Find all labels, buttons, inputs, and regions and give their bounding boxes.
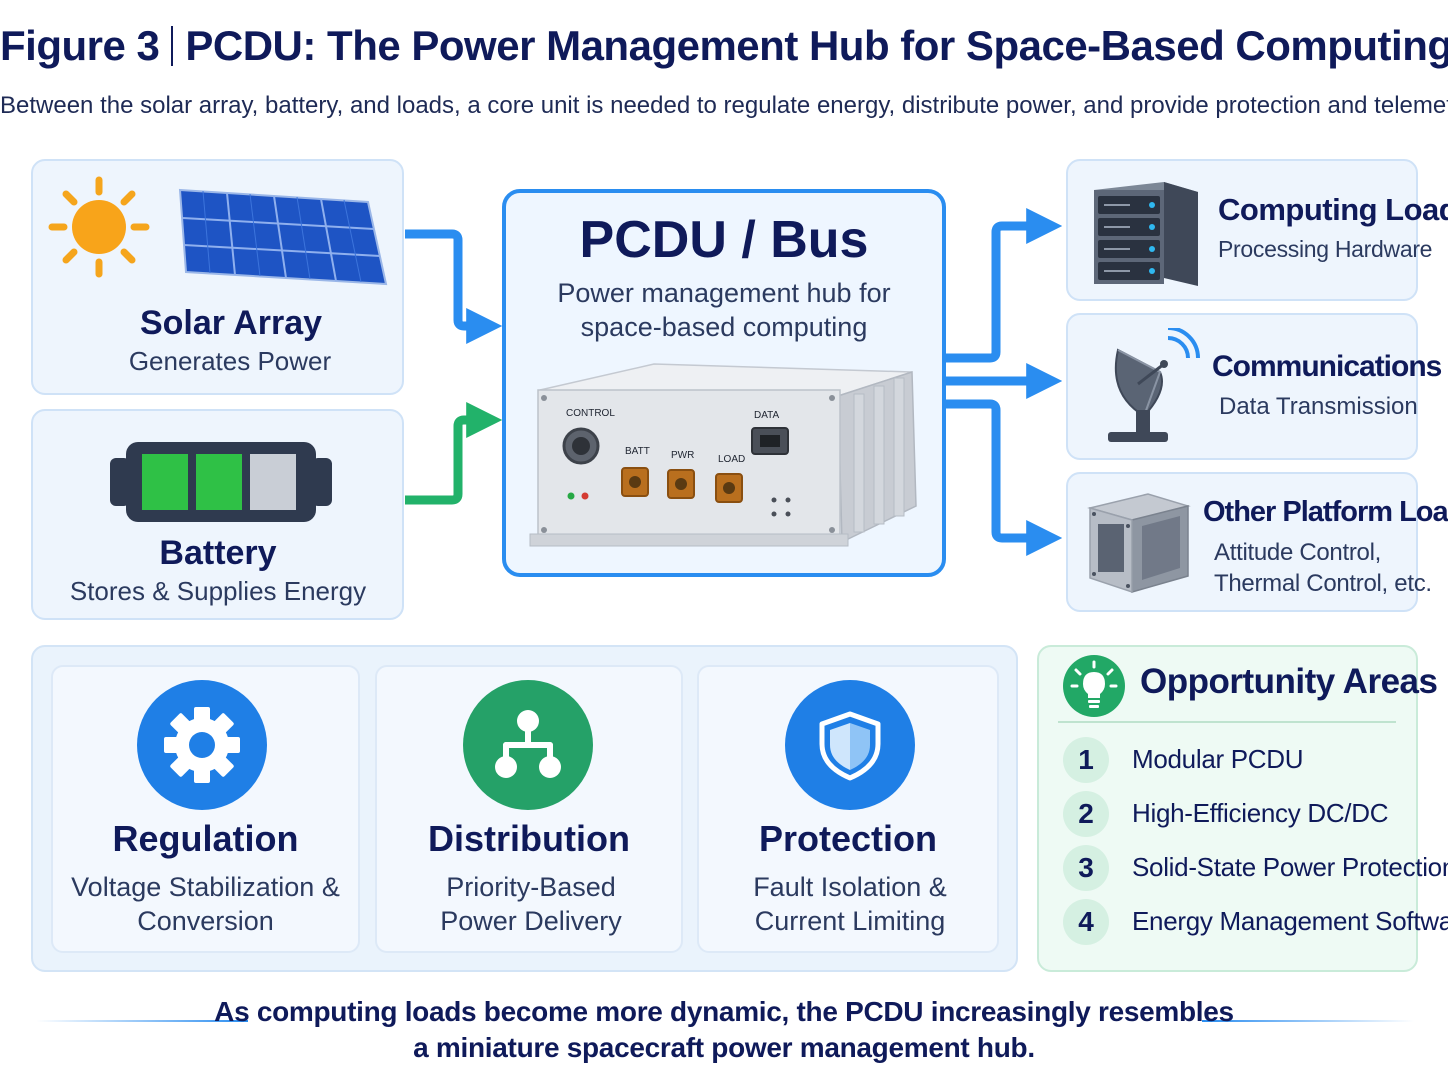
figure-label: Figure 3: [0, 22, 160, 69]
opportunity-areas-title: Opportunity Areas: [1140, 662, 1438, 701]
communications-load-subtitle: Data Transmission: [1219, 393, 1418, 420]
opportunity-number-1: 1: [1063, 737, 1109, 783]
device-label-batt: BATT: [625, 446, 650, 457]
cube-module-icon: [1087, 493, 1191, 594]
regulation-line2: Conversion: [137, 906, 274, 936]
pcdu-hub-subtitle: Power management hub for space-based com…: [502, 276, 946, 344]
shield-icon: [819, 711, 881, 781]
footer-caption: As computing loads become more dynamic, …: [0, 994, 1448, 1066]
footer-line1: As computing loads become more dynamic, …: [214, 996, 1234, 1027]
opportunity-number-4: 4: [1063, 899, 1109, 945]
protection-line2: Current Limiting: [754, 906, 946, 936]
solar-array-title: Solar Array: [139, 304, 323, 342]
device-label-load: LOAD: [718, 454, 746, 465]
distribution-line2: Power Delivery: [440, 906, 622, 936]
device-label-control: CONTROL: [566, 408, 615, 419]
communications-load-title: Communications Load: [1212, 350, 1448, 383]
title-text: PCDU: The Power Management Hub for Space…: [185, 22, 1448, 69]
opportunity-item-3: Solid-State Power Protection: [1132, 852, 1448, 882]
opportunity-number-3: 3: [1063, 845, 1109, 891]
satellite-dish-icon: [1108, 328, 1200, 442]
device-label-data: DATA: [754, 410, 780, 421]
device-label-pwr: PWR: [671, 450, 695, 461]
regulation-title: Regulation: [112, 818, 299, 859]
opportunity-divider: [1058, 721, 1396, 723]
figure-subtitle: Between the solar array, battery, and lo…: [0, 92, 1448, 119]
footer-rule-right: [1202, 1020, 1414, 1022]
sun-icon: [48, 176, 150, 278]
distribution-title: Distribution: [428, 818, 630, 859]
other-loads-subtitle-line2: Thermal Control, etc.: [1214, 570, 1432, 597]
pcdu-hub-subtitle-line2: space-based computing: [580, 312, 868, 342]
solar-to-hub-arrow: [405, 229, 503, 344]
regulation-description: Voltage Stabilization & Conversion: [51, 870, 360, 938]
figure-title: Figure 3 PCDU: The Power Management Hub f…: [0, 22, 1448, 70]
regulation-line1: Voltage Stabilization &: [71, 872, 340, 902]
opportunity-item-4: Energy Management Software: [1132, 906, 1448, 936]
hub-to-computing-arrow: [946, 208, 1063, 363]
battery-to-hub-arrow: [405, 402, 503, 505]
lightbulb-icon: [1063, 655, 1125, 717]
pcdu-hub-subtitle-line1: Power management hub for: [557, 278, 891, 308]
solar-array-subtitle: Generates Power: [128, 346, 332, 376]
server-rack-icon: [1094, 182, 1198, 286]
computing-load-subtitle: Processing Hardware: [1218, 236, 1433, 262]
pcdu-device-illustration: [529, 363, 917, 547]
opportunity-number-2: 2: [1063, 791, 1109, 837]
other-loads-subtitle: Attitude Control, Thermal Control, etc.: [1214, 537, 1432, 599]
computing-load-title: Computing Load: [1218, 192, 1448, 227]
protection-title: Protection: [758, 818, 937, 859]
battery-icon: [110, 442, 332, 522]
distribution-description: Priority-Based Power Delivery: [375, 870, 687, 938]
title-separator: [171, 25, 174, 66]
protection-description: Fault Isolation & Current Limiting: [697, 870, 1003, 938]
pcdu-hub-title: PCDU / Bus: [579, 211, 869, 269]
distribution-line1: Priority-Based: [446, 872, 616, 902]
solar-panel-icon: [178, 188, 388, 286]
opportunity-item-1: Modular PCDU: [1132, 744, 1304, 774]
battery-subtitle: Stores & Supplies Energy: [69, 576, 367, 606]
footer-line2: a miniature spacecraft power management …: [413, 1032, 1035, 1063]
network-tree-icon: [495, 710, 561, 778]
footer-rule-left: [36, 1020, 248, 1022]
hub-to-other-arrow: [946, 399, 1063, 556]
other-loads-subtitle-line1: Attitude Control,: [1214, 539, 1381, 566]
opportunity-item-2: High-Efficiency DC/DC: [1132, 798, 1389, 828]
other-loads-title: Other Platform Loads: [1203, 496, 1448, 528]
protection-line1: Fault Isolation &: [753, 872, 947, 902]
battery-title: Battery: [159, 534, 277, 572]
gear-icon: [164, 707, 240, 783]
